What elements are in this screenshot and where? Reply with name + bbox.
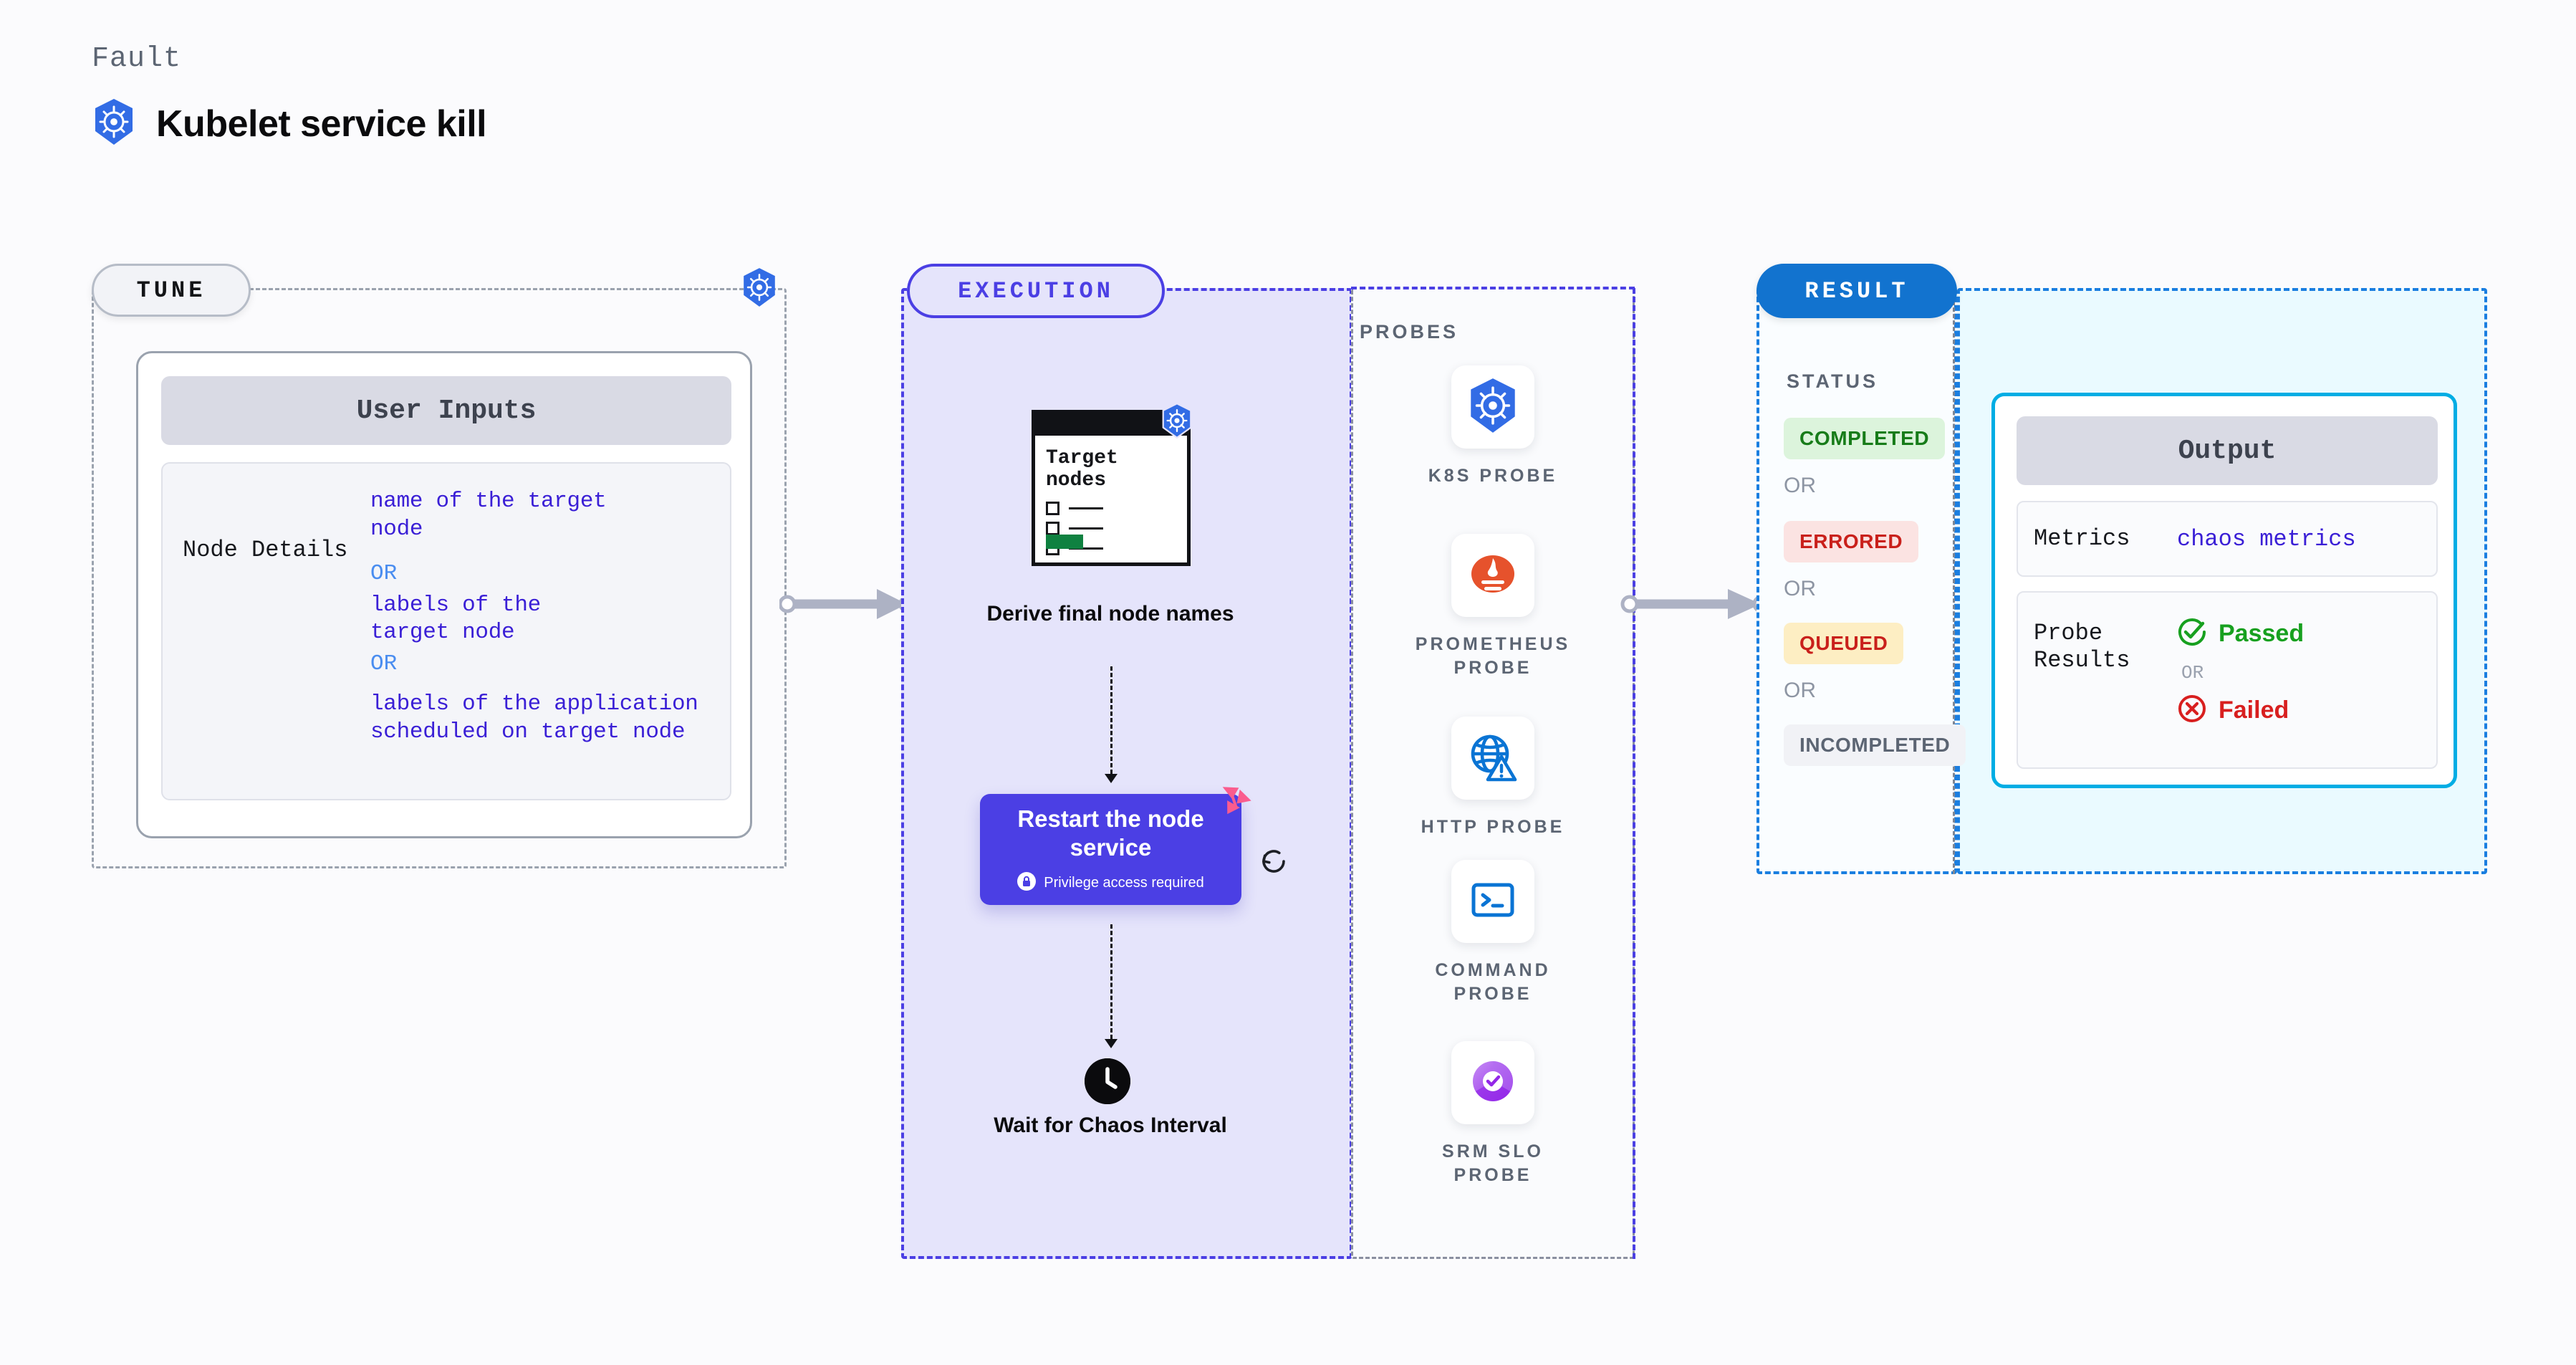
flow-arrow bbox=[1110, 666, 1112, 774]
restart-node-service-step[interactable]: Restart the node service Privilege acces… bbox=[980, 794, 1241, 905]
probe-label: K8S PROBE bbox=[1428, 466, 1558, 486]
probe-srm-slo[interactable]: SRM SLO PROBE bbox=[1403, 1041, 1582, 1187]
step-title: Restart the node service bbox=[1017, 805, 1204, 861]
probes-label: PROBES bbox=[1360, 321, 1459, 343]
probe-label: HTTP PROBE bbox=[1421, 817, 1565, 837]
failed-label: Failed bbox=[2219, 696, 2289, 724]
progress-bar bbox=[1046, 535, 1083, 549]
probes-top-divider bbox=[1351, 287, 1635, 289]
probe-label: SRM SLO PROBE bbox=[1442, 1141, 1544, 1185]
status-badge-incompleted: INCOMPLETED bbox=[1784, 724, 1966, 766]
step-caption-wait-chaos: Wait for Chaos Interval bbox=[994, 1113, 1227, 1137]
status-text: COMPLETED bbox=[1799, 427, 1930, 449]
probe-k8s[interactable]: K8S PROBE bbox=[1403, 365, 1582, 488]
probe-results-values: Passed OR Failed bbox=[2177, 617, 2304, 767]
kubernetes-icon bbox=[92, 98, 136, 149]
flow-arrow-head bbox=[1105, 774, 1118, 783]
connector-execution-to-result bbox=[1620, 586, 1771, 622]
kubernetes-icon bbox=[1160, 403, 1193, 442]
status-text: INCOMPLETED bbox=[1799, 734, 1951, 756]
input-value-node-name: name of the target node bbox=[370, 489, 607, 542]
status-label: STATUS bbox=[1787, 370, 1878, 392]
x-circle-icon bbox=[2177, 694, 2207, 727]
or-separator: OR bbox=[1784, 679, 1816, 702]
status-text: QUEUED bbox=[1799, 632, 1888, 654]
page-title: Kubelet service kill bbox=[156, 102, 487, 145]
output-card: Output Metrics chaos metrics Probe Resul… bbox=[1991, 393, 2457, 788]
node-details-label: Node Details bbox=[183, 537, 348, 563]
tune-badge: TUNE bbox=[92, 264, 251, 317]
execution-badge: EXECUTION bbox=[907, 264, 1165, 318]
privilege-note: Privilege access required bbox=[1044, 874, 1204, 891]
status-text: ERRORED bbox=[1799, 530, 1903, 552]
probe-icon-container bbox=[1451, 1041, 1534, 1124]
check-circle-icon bbox=[2177, 617, 2207, 651]
status-badge-errored: ERRORED bbox=[1784, 521, 1919, 562]
result-badge: RESULT bbox=[1756, 264, 1957, 318]
probe-command[interactable]: COMMAND PROBE bbox=[1403, 860, 1582, 1005]
checkbox-icon bbox=[1046, 522, 1059, 535]
harness-icon bbox=[1213, 781, 1254, 826]
or-separator: OR bbox=[1784, 474, 1816, 497]
revert-icon[interactable] bbox=[1258, 846, 1289, 881]
output-header: Output bbox=[2017, 416, 2438, 485]
tune-panel bbox=[92, 288, 787, 868]
node-details-values: name of the target node OR labels of the… bbox=[370, 488, 730, 799]
page-header: Fault Kubelet service kill bbox=[92, 43, 487, 149]
passed-label: Passed bbox=[2219, 620, 2305, 647]
probes-right-divider bbox=[1633, 288, 1635, 1259]
lock-icon bbox=[1017, 871, 1037, 894]
or-separator: OR bbox=[2181, 662, 2204, 684]
probe-label: COMMAND PROBE bbox=[1435, 960, 1551, 1004]
input-value-node-labels: labels of the target node bbox=[370, 592, 541, 646]
metrics-value: chaos metrics bbox=[2177, 525, 2356, 552]
prometheus-icon bbox=[1466, 547, 1520, 605]
probe-results-row: Probe Results Passed OR bbox=[2017, 591, 2438, 769]
probe-result-failed: Failed bbox=[2177, 694, 2304, 727]
metrics-row: Metrics chaos metrics bbox=[2017, 501, 2438, 577]
probe-icon-container bbox=[1451, 717, 1534, 800]
srm-slo-icon bbox=[1467, 1055, 1519, 1111]
clock-icon bbox=[1085, 1058, 1130, 1104]
result-inner-divider bbox=[1953, 288, 1955, 874]
or-separator: OR bbox=[1784, 577, 1816, 600]
probe-icon-container bbox=[1451, 365, 1534, 449]
or-separator: OR bbox=[370, 560, 398, 586]
or-separator: OR bbox=[370, 651, 398, 676]
globe-warning-icon bbox=[1466, 729, 1520, 787]
input-value-app-labels: labels of the application scheduled on t… bbox=[370, 691, 698, 744]
probe-icon-container bbox=[1451, 534, 1534, 617]
probe-results-key: Probe Results bbox=[2034, 620, 2130, 674]
connector-tune-to-execution bbox=[778, 586, 917, 622]
target-nodes-title: Target nodes bbox=[1046, 447, 1118, 492]
flow-arrow bbox=[1110, 924, 1112, 1039]
metrics-key: Metrics bbox=[2034, 525, 2130, 552]
user-inputs-card: User Inputs Node Details name of the tar… bbox=[136, 351, 752, 838]
probe-result-passed: Passed bbox=[2177, 617, 2304, 651]
probe-icon-container bbox=[1451, 860, 1534, 943]
status-badge-queued: QUEUED bbox=[1784, 623, 1904, 664]
kubernetes-icon bbox=[1466, 378, 1519, 437]
kubernetes-icon bbox=[741, 267, 778, 311]
probe-http[interactable]: HTTP PROBE bbox=[1403, 717, 1582, 839]
probe-label: PROMETHEUS PROBE bbox=[1415, 634, 1571, 678]
step-caption-derive-nodes: Derive final node names bbox=[986, 602, 1234, 626]
terminal-icon bbox=[1466, 873, 1519, 930]
checkbox-icon bbox=[1046, 502, 1059, 515]
fault-eyebrow: Fault bbox=[92, 43, 182, 75]
probe-prometheus[interactable]: PROMETHEUS PROBE bbox=[1403, 534, 1582, 679]
user-inputs-header: User Inputs bbox=[161, 376, 731, 445]
result-panel bbox=[1756, 288, 1957, 874]
user-inputs-body: Node Details name of the target node OR … bbox=[161, 462, 731, 800]
flow-arrow-head bbox=[1105, 1039, 1118, 1048]
status-badge-completed: COMPLETED bbox=[1784, 418, 1946, 459]
